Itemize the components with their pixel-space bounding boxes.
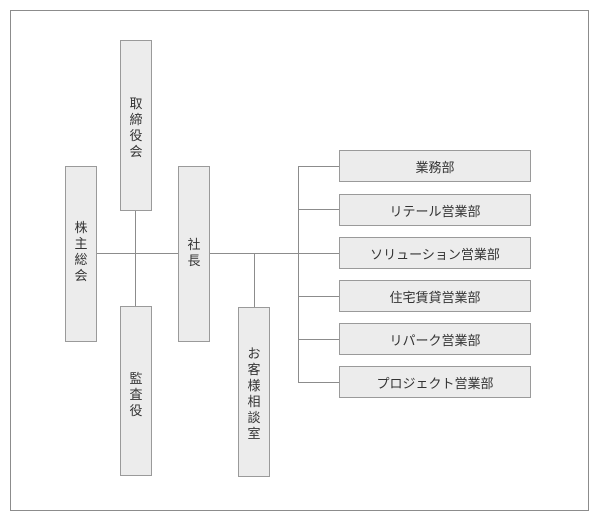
president-label: 社 長	[187, 238, 201, 269]
board-of-directors-label: 取 締 役 会	[129, 97, 143, 160]
shareholders-meeting-label: 株 主 総 会	[74, 221, 88, 284]
board-of-directors-box: 取 締 役 会	[120, 40, 152, 211]
shareholders-meeting-box: 株 主 総 会	[65, 166, 97, 342]
customer-consultation-room-label: お 客 様 相 談 室	[247, 347, 261, 442]
department-label: リテール営業部	[389, 204, 481, 220]
department-box: リパーク営業部	[339, 323, 531, 355]
department-box: 業務部	[339, 150, 531, 182]
customer-consultation-room-box: お 客 様 相 談 室	[238, 307, 270, 477]
department-label: 業務部	[415, 160, 455, 176]
department-label: ソリューション営業部	[370, 247, 500, 263]
department-label: リパーク営業部	[389, 333, 481, 349]
president-box: 社 長	[178, 166, 210, 342]
department-box: リテール営業部	[339, 194, 531, 226]
department-box: プロジェクト営業部	[339, 366, 531, 398]
department-label: 住宅賃貸営業部	[389, 290, 481, 306]
department-box: ソリューション営業部	[339, 237, 531, 269]
department-box: 住宅賃貸営業部	[339, 280, 531, 312]
department-label: プロジェクト営業部	[376, 376, 494, 392]
auditor-label: 監 査 役	[129, 372, 143, 419]
auditor-box: 監 査 役	[120, 306, 152, 476]
